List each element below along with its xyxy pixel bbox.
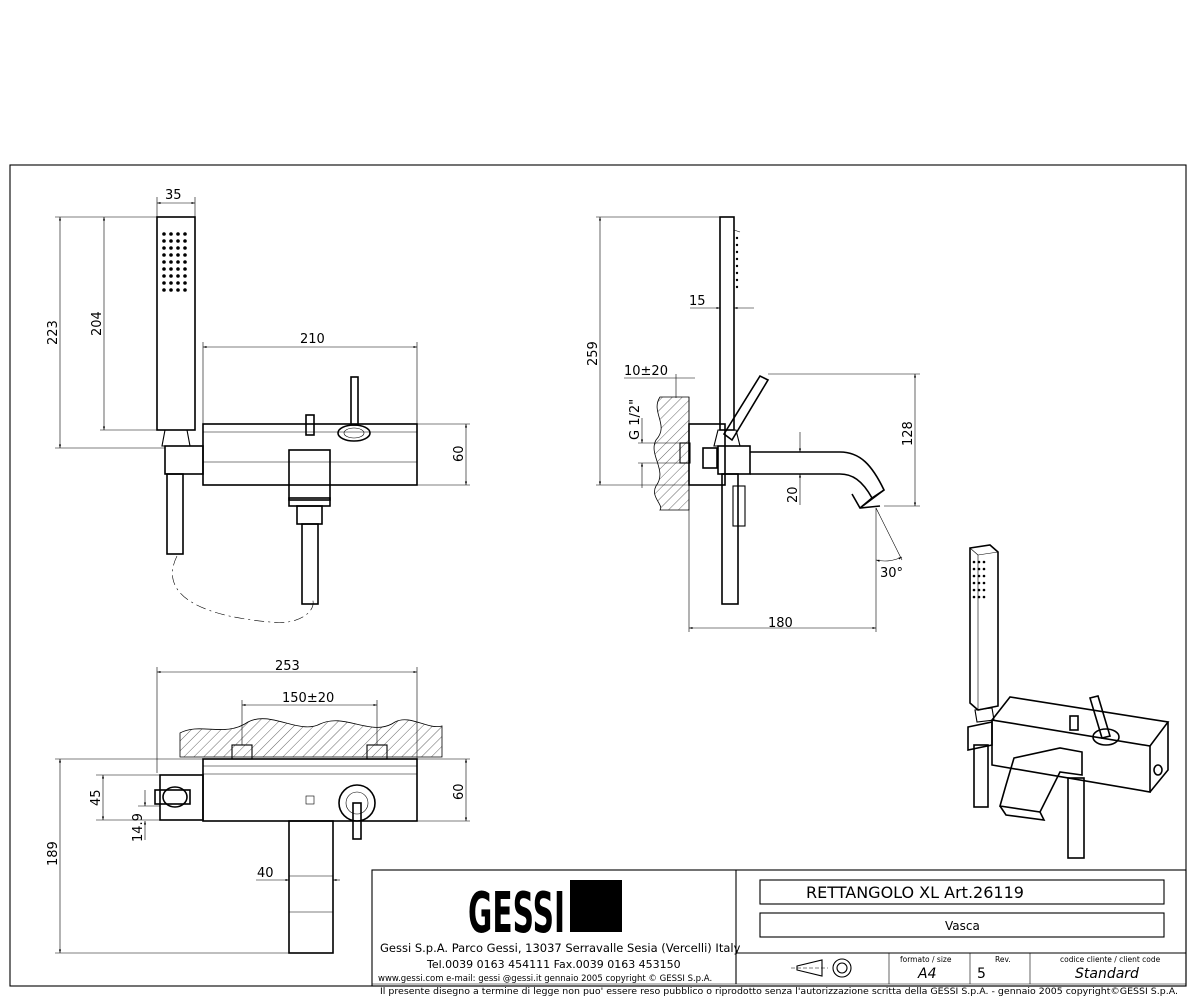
hand-shower-connector [161,429,191,447]
title-block: GESSI Gessi S.p.A. Parco Gessi, 13037 Se… [371,869,1187,996]
dim-spout-drop: 20 [786,486,801,503]
iso-lever [1088,695,1112,739]
dim-plan-total-width: 253 [275,659,300,674]
hose-path [172,555,314,623]
dim-plan-body-depth: 60 [452,783,467,800]
dim-support-thickness: 14.9 [131,813,146,842]
legal-notice: Il presente disegno a termine di legge n… [380,986,1178,996]
client-label: codice cliente / client code [1060,955,1161,964]
diverter-knob [305,414,315,436]
dim-spout-width: 40 [257,866,274,881]
plan-view: 253 150±20 60 45 14.9 189 40 [46,659,470,954]
dim-support-offset: 45 [89,789,104,806]
front-view: 35 223 204 210 60 [46,188,470,623]
projection-symbol-icon [791,958,852,978]
product-title: RETTANGOLO XL Art.26119 [806,883,1024,902]
dim-shower-head-height: 204 [90,311,105,336]
dim-wall-tolerance: 10±20 [624,364,668,379]
format-label: formato / size [900,955,952,964]
product-title-box [759,879,1165,905]
dim-spout-angle: 30° [880,566,903,581]
product-subtitle-box [759,912,1165,938]
side-hand-shower [719,216,735,431]
dim-body-height: 60 [452,445,467,462]
dim-inlet-spacing: 150±20 [282,691,334,706]
side-spout [750,451,886,500]
company-web: www.gessi.com e-mail: gessi @gessi.it ge… [378,974,712,984]
shower-nozzle-grid [162,232,187,292]
dim-lever-height: 128 [901,421,916,446]
mixer-body [202,423,418,486]
dim-side-shower-depth: 15 [689,294,706,309]
side-mixer-body [688,423,726,486]
isometric-view [967,544,1170,859]
iso-hand-shower [969,544,999,711]
product-subtitle: Vasca [945,919,980,933]
dim-projection: 180 [768,616,793,631]
rev-value: 5 [977,966,986,982]
plan-lever-base [338,784,376,822]
dim-shower-width: 35 [165,188,182,203]
company-contact: Tel.0039 0163 454111 Fax.0039 0163 45315… [426,958,681,971]
side-view: 259 15 10±20 G 1/2" 128 20 30° 180 [586,216,920,632]
plan-wall-section [179,718,443,758]
hand-shower-holder [164,445,204,475]
hand-shower-hose-stub [166,473,184,555]
company-logo: GESSI [468,881,565,946]
mixer-lever [350,376,359,426]
drawing-frame [9,164,1187,987]
wall-section [653,396,690,511]
dim-shower-total-height: 223 [46,320,61,345]
lever-base [337,424,371,442]
spout-down-pipe [301,523,319,605]
client-value: Standard [1075,966,1139,982]
iso-spout [998,747,1083,813]
rev-label: Rev. [995,955,1011,964]
dim-side-total-height: 259 [586,341,601,366]
spout [288,449,331,501]
dim-thread: G 1/2" [628,399,643,440]
plan-mixer-body [202,758,418,822]
plan-support [159,774,204,821]
dim-body-length: 210 [300,332,325,347]
plan-spout [288,820,334,954]
iso-mixer-body [990,696,1170,747]
side-shower-nozzles [735,236,739,289]
wall-inlet [679,442,691,464]
side-lever [722,374,770,442]
format-value: A4 [917,966,936,982]
dim-plan-total-depth: 189 [46,841,61,866]
company-address: Gessi S.p.A. Parco Gessi, 13037 Serraval… [380,941,741,955]
logo-block [570,880,622,932]
